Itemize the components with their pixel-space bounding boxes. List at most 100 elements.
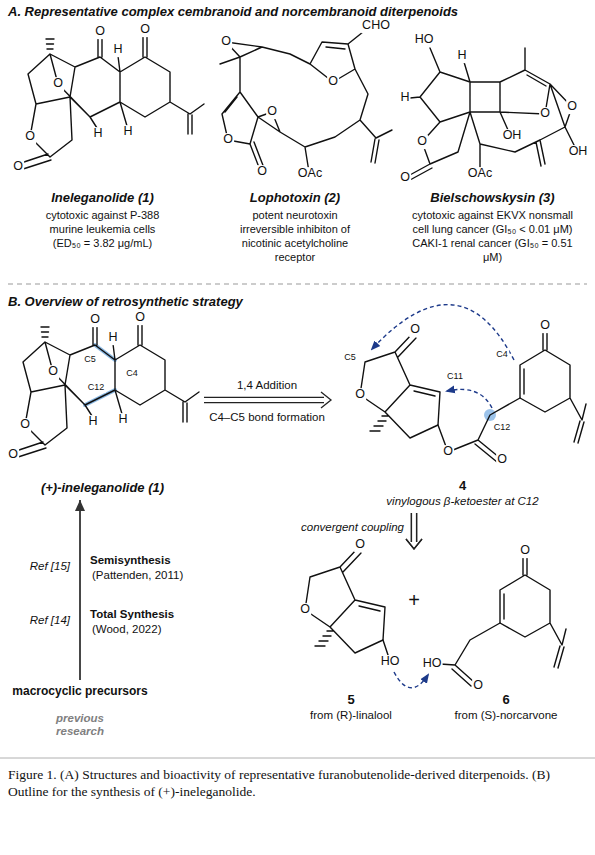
compound-note: from (S)-norcarvone — [422, 708, 590, 723]
atom-label: H — [92, 127, 103, 141]
atom-label: O — [327, 75, 339, 89]
atom-label: CHO — [361, 19, 391, 33]
atom-label: O — [256, 165, 268, 179]
atom-label: C12 — [493, 423, 512, 433]
compound-node: (+)-ineleganolide (1) — [5, 318, 200, 496]
atom-label: OH — [568, 145, 589, 159]
arrow-shaft — [79, 500, 81, 680]
compound-node: Bielschowskysin (3) cytotoxic against EKV… — [395, 28, 590, 264]
atom-label: OAc — [297, 167, 323, 181]
compound-6-structure — [500, 555, 566, 668]
atom-label: C5 — [83, 355, 97, 365]
atom-label: O — [266, 105, 278, 119]
atom-label: H — [122, 125, 133, 139]
compound-name: Bielschowskysin (3) — [395, 190, 590, 206]
annotation: previous research — [45, 712, 115, 737]
compound-name: (+)-ineleganolide (1) — [5, 480, 200, 496]
annotation: C4–C5 bond formation — [207, 411, 327, 424]
compound-5-structure — [305, 548, 385, 653]
curved-arrow — [372, 305, 514, 360]
highlight-bond — [85, 345, 115, 405]
atom-label: H — [107, 331, 118, 345]
atom-label: H — [117, 413, 128, 427]
atom-label: O — [89, 313, 101, 327]
compound-node: 6from (S)-norcarvone — [422, 545, 590, 723]
atom-label: O — [519, 544, 531, 558]
compound-node: 4vinylogous β-ketoester at C12 — [335, 318, 590, 509]
atom-label: H — [87, 415, 98, 429]
bond — [440, 623, 500, 686]
bond — [383, 640, 388, 655]
compound-note: cytotoxic against EKVX nonsmall cell lun… — [407, 208, 579, 264]
compound-node: macrocyclic precursors — [2, 684, 158, 699]
atom-label: O — [139, 23, 151, 37]
compound-name: Ineleganolide (1) — [10, 190, 195, 206]
compound-name: macrocyclic precursors — [2, 684, 158, 699]
arrow-head — [75, 500, 85, 511]
annotation: B. Overview of retrosynthetic strategy — [8, 295, 243, 309]
compound-note: vinylogous β-ketoester at C12 — [335, 494, 590, 509]
bond — [220, 28, 392, 172]
compound-note: potent neurotoxin irreversible inhibiton… — [225, 208, 365, 264]
compound-note: cytotoxic against P-388 murine leukemia … — [43, 208, 163, 250]
figure-caption: Figure 1. (A) Structures and bioactivity… — [8, 766, 586, 800]
atom-label: O — [12, 160, 24, 174]
compound-node: 5from (R)-linalool — [296, 545, 406, 723]
atom-label: O — [134, 311, 146, 325]
atom-label: O — [409, 323, 421, 337]
atom-label: O — [442, 445, 454, 459]
atom-label: O — [539, 319, 551, 333]
compound-node: Ineleganolide (1) cytotoxic against P-388… — [10, 28, 195, 250]
atom-label: HO — [380, 655, 401, 669]
ineleganolide-structure — [18, 34, 204, 170]
bonds — [520, 330, 586, 443]
arrow-shaft — [416, 513, 417, 542]
retrosynthetic-arrow — [406, 513, 422, 549]
arrow-head — [406, 539, 422, 549]
atom-label: OAc — [467, 167, 493, 181]
annotation: (Pattenden, 2011) — [90, 569, 185, 582]
arrow-shaft — [411, 513, 412, 542]
atom-label: O — [94, 25, 106, 39]
annotation: + — [408, 589, 420, 611]
reaction-arrow — [75, 500, 85, 680]
atom-label: O — [222, 133, 234, 147]
atom-label: C11 — [446, 372, 464, 382]
atom-label: HO — [414, 33, 435, 47]
atom-label: O — [539, 107, 551, 121]
annotation: convergent coupling — [301, 521, 404, 534]
atom-label: O — [399, 171, 411, 185]
annotation: Ref [15] — [30, 560, 70, 573]
arrow-shaft — [204, 402, 324, 403]
atom-label: O — [566, 100, 578, 114]
compound-name: 5 — [296, 692, 406, 708]
lophotoxin-structure — [220, 28, 392, 172]
caption-rule — [0, 758, 595, 759]
bonds — [305, 548, 385, 653]
bonds — [500, 555, 566, 668]
atom-label: O — [52, 77, 64, 91]
arrow-shaft — [204, 397, 324, 398]
retrosynthetic-arrow — [204, 392, 331, 408]
atom-label: HO — [422, 657, 443, 671]
arrow-shaft — [416, 513, 417, 542]
atom-label: O — [19, 418, 31, 432]
annotation: Semisynthesis — [90, 554, 171, 567]
atom-label: O — [24, 130, 36, 144]
retrosynthetic-arrow — [406, 513, 422, 549]
atom-label: O — [7, 448, 19, 462]
annotation: Total Synthesis — [90, 608, 174, 621]
atom-label: C5 — [343, 353, 357, 363]
atom-label: C12 — [87, 383, 106, 393]
atom-label: O — [299, 603, 311, 617]
compound-name: 6 — [422, 692, 590, 708]
bond — [408, 48, 575, 180]
arrow-head — [321, 392, 331, 408]
atom-label: H — [399, 91, 410, 105]
arrow-label: 1,4 Addition — [235, 379, 299, 391]
atom-label: O — [220, 35, 232, 49]
section-divider — [8, 283, 587, 284]
bonds — [13, 322, 199, 458]
atom-label: O — [472, 679, 484, 693]
